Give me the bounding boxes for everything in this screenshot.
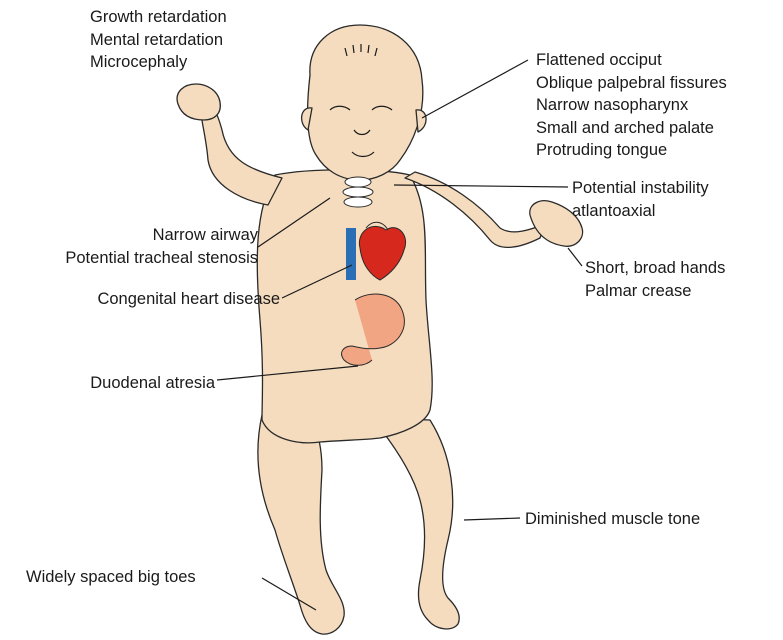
pointer-head-features [422, 60, 528, 118]
label-line: Growth retardation [90, 6, 227, 29]
pointer-hands [568, 248, 582, 266]
pointer-neck [394, 185, 568, 187]
label-muscle: Diminished muscle tone [525, 508, 700, 531]
label-line: Duodenal atresia [6, 372, 215, 395]
label-line: Narrow nasopharynx [536, 94, 727, 117]
label-line: Potential instability [572, 177, 709, 200]
label-line: Diminished muscle tone [525, 508, 700, 531]
label-line: Microcephaly [90, 51, 227, 74]
left-fist [177, 84, 220, 120]
label-neck: Potential instability atlantoaxial [572, 177, 709, 222]
label-line: Small and arched palate [536, 117, 727, 140]
label-line: Congenital heart disease [6, 288, 280, 311]
label-airway: Narrow airway Potential tracheal stenosi… [6, 224, 258, 269]
label-duodenum: Duodenal atresia [6, 372, 215, 395]
torso [257, 170, 432, 443]
label-heart: Congenital heart disease [6, 288, 280, 311]
label-hands: Short, broad hands Palmar crease [585, 257, 725, 302]
label-line: Mental retardation [90, 29, 227, 52]
right-arm [405, 172, 545, 247]
label-head-general: Growth retardation Mental retardation Mi… [90, 6, 227, 74]
label-line: Palmar crease [585, 280, 725, 303]
label-line: Potential tracheal stenosis [6, 247, 258, 270]
label-line: Flattened occiput [536, 49, 727, 72]
label-line: Oblique palpebral fissures [536, 72, 727, 95]
label-head-features: Flattened occiput Oblique palpebral fiss… [536, 49, 727, 162]
label-line: Protruding tongue [536, 139, 727, 162]
label-line: Narrow airway [6, 224, 258, 247]
cervical-vertebrae [343, 177, 373, 207]
right-ear [416, 110, 426, 132]
label-line: atlantoaxial [572, 200, 709, 223]
label-toes: Widely spaced big toes [26, 566, 196, 589]
right-leg [372, 418, 459, 629]
label-line: Widely spaced big toes [26, 566, 196, 589]
label-line: Short, broad hands [585, 257, 725, 280]
pointer-muscle [464, 518, 520, 520]
